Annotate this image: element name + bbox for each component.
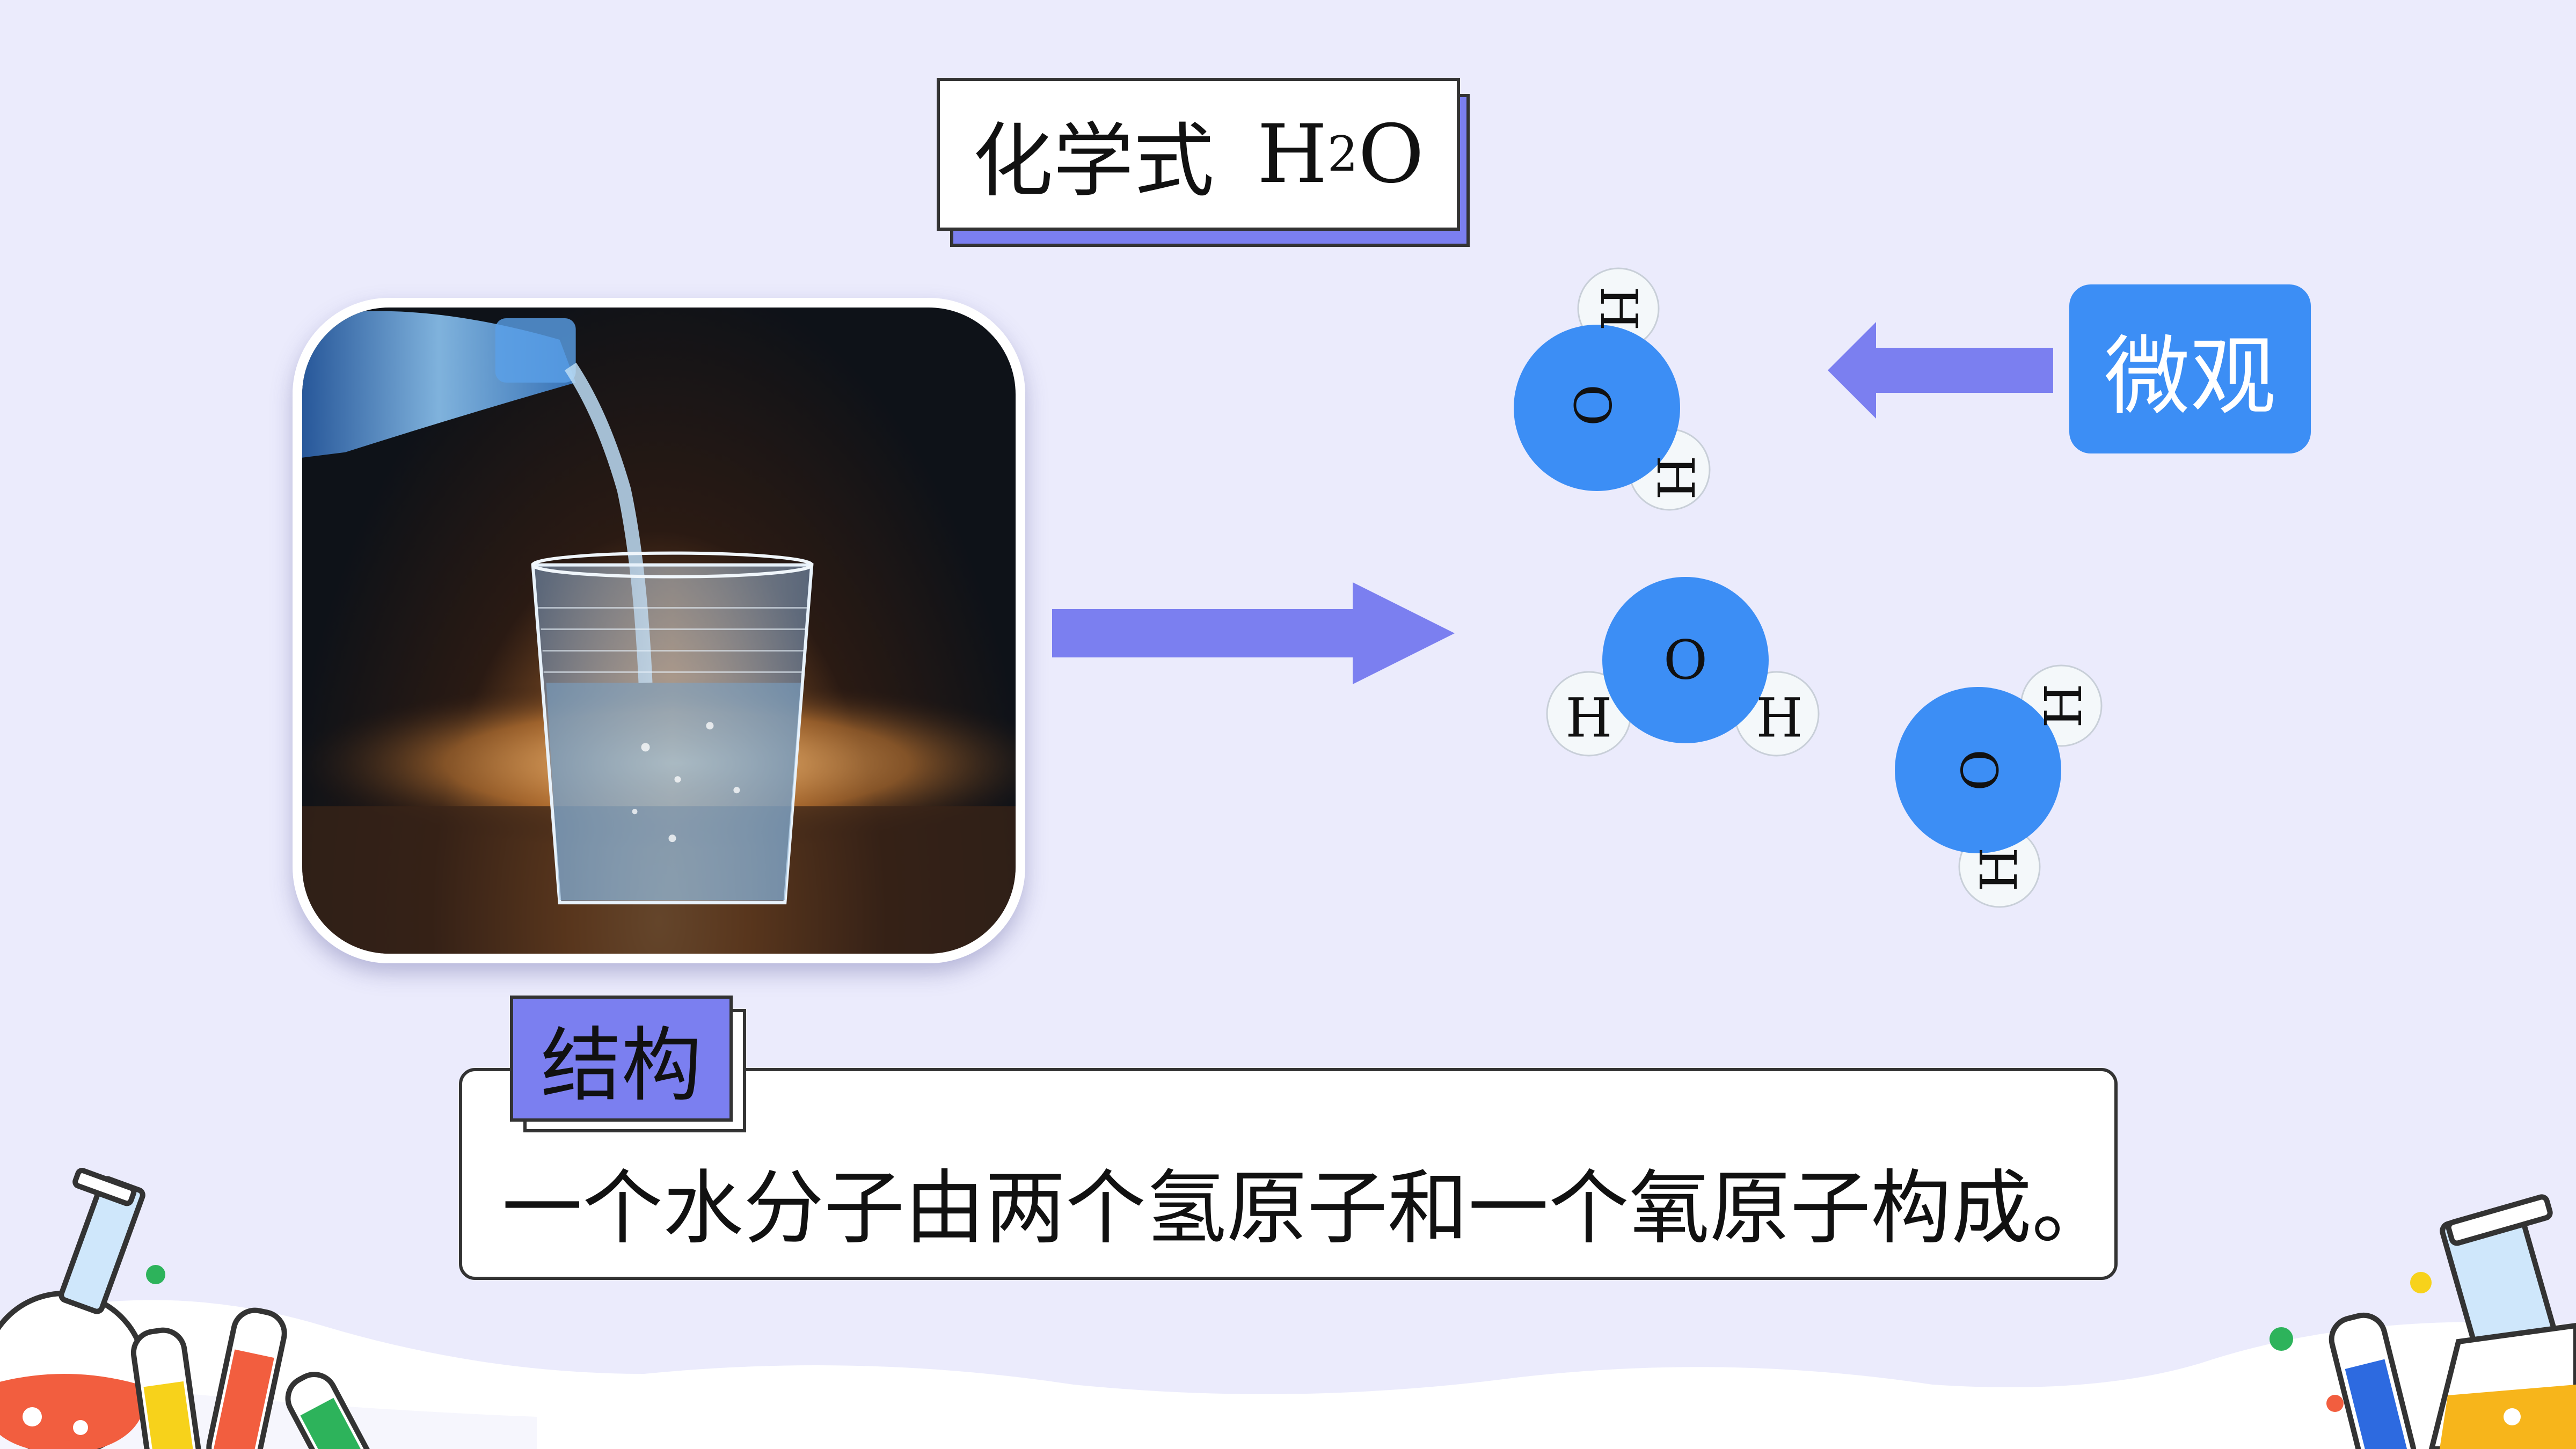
structure-label: 结构 bbox=[510, 996, 733, 1122]
molecule-3-hydrogen-b: H bbox=[1970, 847, 2029, 892]
right-test-tubes-icon bbox=[2269, 1194, 2576, 1449]
left-test-tubes-icon bbox=[130, 1307, 374, 1449]
arrow-right-icon bbox=[1052, 582, 1455, 684]
molecule-2-hydrogen-a: H bbox=[1565, 687, 1612, 750]
formula-end: O bbox=[1358, 107, 1425, 201]
water-molecule-2: H H O bbox=[1546, 577, 1820, 757]
molecule-3-hydrogen-a: H bbox=[2034, 684, 2093, 728]
formula-main: H bbox=[1257, 107, 1327, 201]
formula-subscript: 2 bbox=[1327, 126, 1359, 182]
molecule-3-oxygen: O bbox=[1951, 749, 2010, 791]
molecule-2-hydrogen-b: H bbox=[1756, 687, 1803, 750]
molecule-1-hydrogen-b: H bbox=[1645, 456, 1704, 500]
structure-description: 一个水分子由两个氢原子和一个氧原子构成。 bbox=[502, 1162, 2113, 1255]
arrow-left-icon bbox=[1828, 322, 2053, 419]
micro-view-button[interactable]: 微观 bbox=[2069, 284, 2311, 453]
water-molecule-3: H H O bbox=[1895, 664, 2103, 908]
water-glass-photo bbox=[293, 298, 1025, 963]
molecule-2-oxygen: O bbox=[1663, 629, 1707, 692]
water-molecule-1: H H O bbox=[1514, 267, 1711, 511]
title-prefix: 化学式 bbox=[972, 115, 1214, 208]
left-flask-icon bbox=[0, 1168, 165, 1449]
molecule-1-hydrogen-a: H bbox=[1589, 287, 1648, 331]
molecule-1-oxygen: O bbox=[1562, 384, 1621, 426]
